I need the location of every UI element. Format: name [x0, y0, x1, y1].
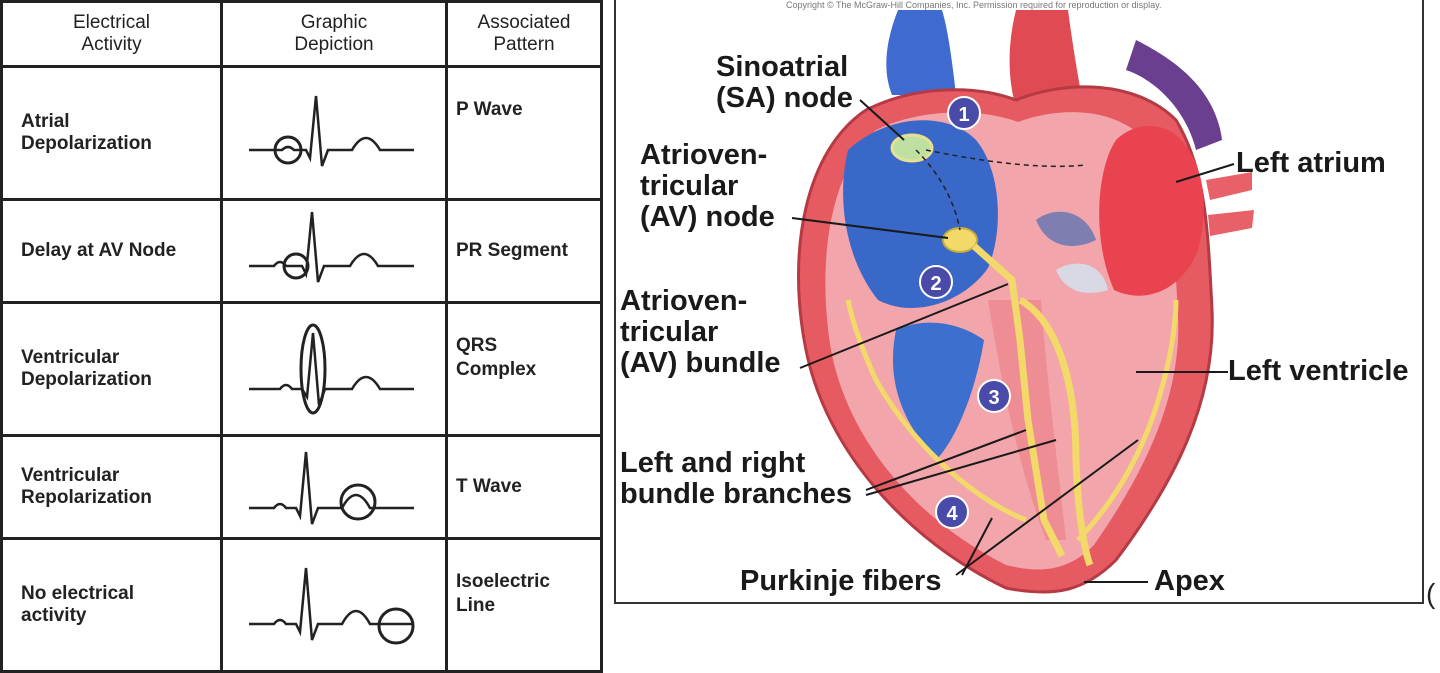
graphic-cell [220, 537, 448, 673]
pattern-cell: T Wave [445, 434, 603, 540]
label-av-bundle: Atrioven- tricular (AV) bundle [620, 285, 781, 379]
label-bundle-branches: Left and right bundle branches [620, 447, 853, 510]
heart-conduction-diagram: Copyright © The McGraw-Hill Companies, I… [614, 0, 1424, 604]
label-left-atrium: Left atrium [1236, 147, 1386, 179]
header-electrical-activity: Electrical Activity [0, 0, 223, 68]
table-header-row: Electrical Activity Graphic Depiction As… [0, 0, 603, 68]
highlight-ellipse [299, 323, 327, 415]
label-av-node: Atrioven- tricular (AV) node [640, 139, 775, 233]
ecg-trace-pr-segment [249, 211, 414, 283]
activity-cell: Delay at AV Node [0, 198, 223, 304]
label-purkinje-fibers: Purkinje fibers [740, 565, 942, 597]
valve-left [1036, 211, 1096, 246]
right-atrium [843, 120, 998, 309]
graphic-cell [220, 65, 448, 201]
label-sa-node: Sinoatrial (SA) node [716, 51, 853, 114]
pattern-cell: P Wave [445, 65, 603, 201]
left-pulmonary-veins [1206, 172, 1254, 236]
left-bundle-branch [1018, 296, 1094, 567]
table-row: Delay at AV Node PR Segment [0, 198, 603, 304]
table-row: Ventricular Depolarization QRS Complex [0, 301, 603, 437]
conduction-dashes [915, 149, 1087, 231]
highlight-circle [377, 607, 415, 645]
graphic-cell [220, 434, 448, 540]
header-associated-pattern: Associated Pattern [445, 0, 603, 68]
ecg-trace-p-wave [249, 95, 414, 167]
header-graphic-depiction: Graphic Depiction [220, 0, 448, 68]
superior-vena-cava [886, 10, 956, 95]
table-row: Ventricular Repolarization T Wave [0, 434, 603, 540]
pattern-cell: PR Segment [445, 198, 603, 304]
activity-cell: Ventricular Repolarization [0, 434, 223, 540]
step-marker-2: 2 [919, 265, 953, 299]
step-marker-label: 4 [946, 503, 958, 525]
leader-lines [791, 99, 1235, 583]
ecg-trace-t-wave [249, 451, 414, 525]
ecg-pattern-table: Electrical Activity Graphic Depiction As… [0, 0, 603, 673]
left-atrium [1099, 125, 1204, 296]
purkinje-right [845, 299, 1027, 523]
highlight-circle [282, 252, 310, 280]
activity-cell: Ventricular Depolarization [0, 301, 223, 437]
right-ventricle-blue [892, 322, 984, 460]
step-marker-label: 1 [958, 104, 969, 126]
pulmonary-vessel [1126, 40, 1222, 150]
graphic-cell [220, 198, 448, 304]
av-bundle [971, 243, 1066, 558]
heart-illustration: 1 2 3 4 [791, 10, 1254, 594]
activity-cell: No electrical activity [0, 537, 223, 673]
step-marker-3: 3 [977, 379, 1011, 413]
pattern-cell: QRS Complex [445, 301, 603, 437]
step-marker-label: 3 [988, 387, 999, 409]
pattern-cell: Isoelectric Line [445, 537, 603, 673]
highlight-circle [339, 483, 377, 521]
step-marker-1: 1 [947, 96, 981, 130]
valve-right [1056, 263, 1108, 293]
sa-node [890, 133, 934, 163]
graphic-cell [220, 301, 448, 437]
ecg-trace-isoelectric-line [249, 567, 415, 645]
activity-cell: Atrial Depolarization [0, 65, 223, 201]
step-marker-label: 2 [930, 273, 941, 295]
step-marker-4: 4 [935, 495, 969, 529]
purkinje-left [1076, 299, 1179, 542]
table-row: Atrial Depolarization P Wave [0, 65, 603, 201]
cropped-edge-glyph: ( [1426, 578, 1436, 609]
label-left-ventricle: Left ventricle [1228, 355, 1409, 387]
copyright-notice: Copyright © The McGraw-Hill Companies, I… [786, 0, 1162, 10]
label-apex: Apex [1154, 565, 1225, 597]
table-row: No electrical activity Isoelectric Line [0, 537, 603, 673]
highlight-circle [273, 135, 303, 165]
ecg-trace-qrs-complex [249, 323, 414, 415]
